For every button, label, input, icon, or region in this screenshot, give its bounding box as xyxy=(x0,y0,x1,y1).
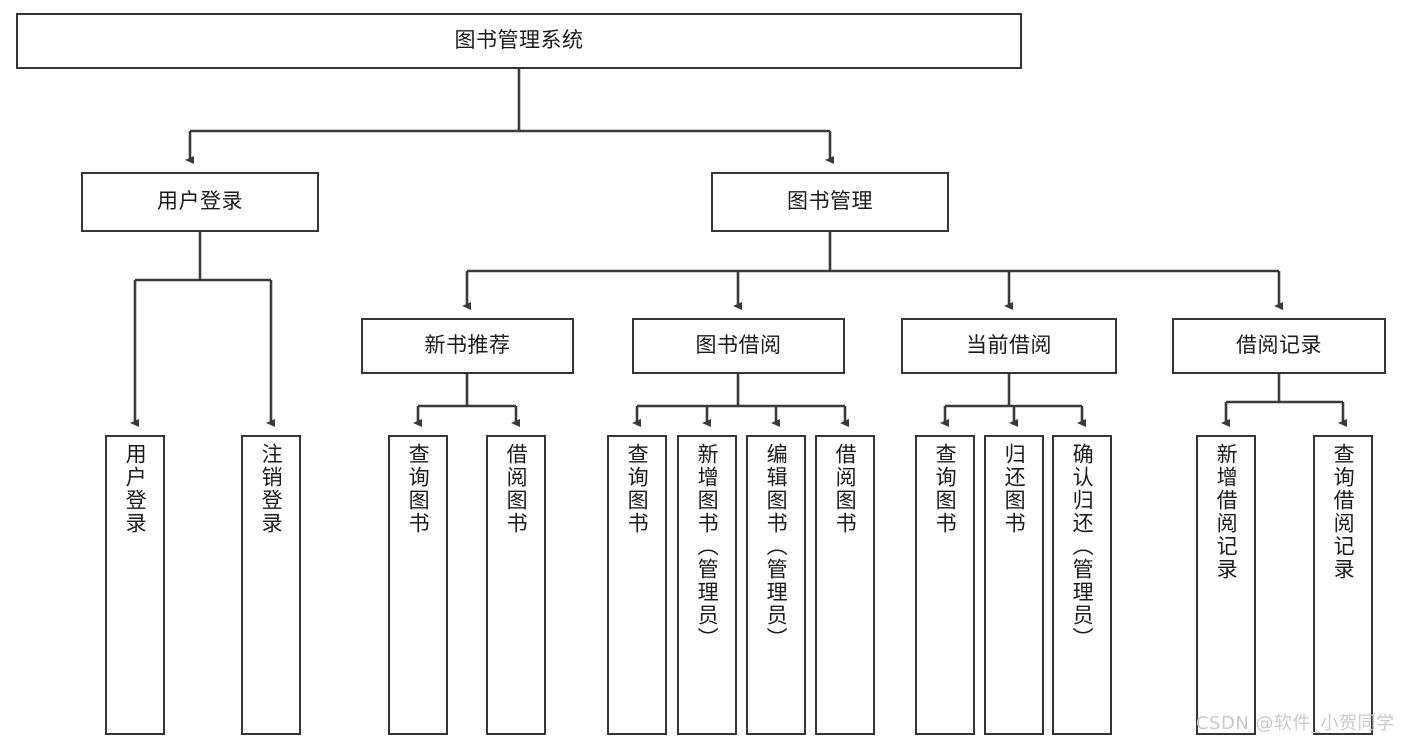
node-book-manage[interactable]: 图书管理 xyxy=(711,172,949,232)
node-leaf-query-book-3-label: 查询图书 xyxy=(933,443,958,535)
node-leaf-query-book-1[interactable]: 查询图书 xyxy=(388,435,448,735)
node-leaf-add-book-label: 新增图书（管理员） xyxy=(695,443,720,650)
node-leaf-return-book[interactable]: 归还图书 xyxy=(984,435,1044,735)
node-leaf-query-record[interactable]: 查询借阅记录 xyxy=(1313,435,1373,735)
node-root-label: 图书管理系统 xyxy=(454,28,584,53)
node-leaf-user-login[interactable]: 用户登录 xyxy=(105,435,165,735)
node-leaf-query-book-3[interactable]: 查询图书 xyxy=(915,435,975,735)
node-leaf-return-book-label: 归还图书 xyxy=(1002,443,1027,535)
node-leaf-query-book-2-label: 查询图书 xyxy=(625,443,650,535)
node-leaf-query-record-label: 查询借阅记录 xyxy=(1331,443,1356,581)
node-current-borrow-label: 当前借阅 xyxy=(966,333,1052,358)
node-leaf-borrow-book-1[interactable]: 借阅图书 xyxy=(486,435,546,735)
node-leaf-logout-label: 注销登录 xyxy=(259,443,284,535)
node-leaf-borrow-book-2-label: 借阅图书 xyxy=(833,443,858,535)
node-user-login-label: 用户登录 xyxy=(157,189,243,214)
node-book-borrow[interactable]: 图书借阅 xyxy=(632,318,845,374)
node-current-borrow[interactable]: 当前借阅 xyxy=(901,318,1117,374)
node-leaf-add-record[interactable]: 新增借阅记录 xyxy=(1196,435,1256,735)
node-root[interactable]: 图书管理系统 xyxy=(16,13,1022,69)
node-leaf-confirm-return[interactable]: 确认归还（管理员） xyxy=(1052,435,1112,735)
node-leaf-add-book[interactable]: 新增图书（管理员） xyxy=(677,435,737,735)
node-new-book-recommend[interactable]: 新书推荐 xyxy=(361,318,574,374)
node-borrow-record[interactable]: 借阅记录 xyxy=(1172,318,1386,374)
node-book-borrow-label: 图书借阅 xyxy=(695,333,782,358)
node-new-book-recommend-label: 新书推荐 xyxy=(424,333,511,358)
csdn-watermark: CSDN @软件_小贺同学 xyxy=(1196,713,1395,734)
node-leaf-query-book-1-label: 查询图书 xyxy=(406,443,431,535)
node-leaf-edit-book-label: 编辑图书（管理员） xyxy=(764,443,789,650)
node-book-manage-label: 图书管理 xyxy=(787,189,873,214)
node-leaf-query-book-2[interactable]: 查询图书 xyxy=(607,435,667,735)
node-leaf-borrow-book-2[interactable]: 借阅图书 xyxy=(815,435,875,735)
node-leaf-user-login-label: 用户登录 xyxy=(123,443,148,535)
node-leaf-logout[interactable]: 注销登录 xyxy=(241,435,301,735)
node-leaf-borrow-book-1-label: 借阅图书 xyxy=(504,443,529,535)
node-leaf-confirm-return-label: 确认归还（管理员） xyxy=(1070,443,1095,650)
node-user-login[interactable]: 用户登录 xyxy=(81,172,319,232)
node-leaf-add-record-label: 新增借阅记录 xyxy=(1214,443,1239,581)
node-leaf-edit-book[interactable]: 编辑图书（管理员） xyxy=(746,435,806,735)
node-borrow-record-label: 借阅记录 xyxy=(1236,333,1322,358)
